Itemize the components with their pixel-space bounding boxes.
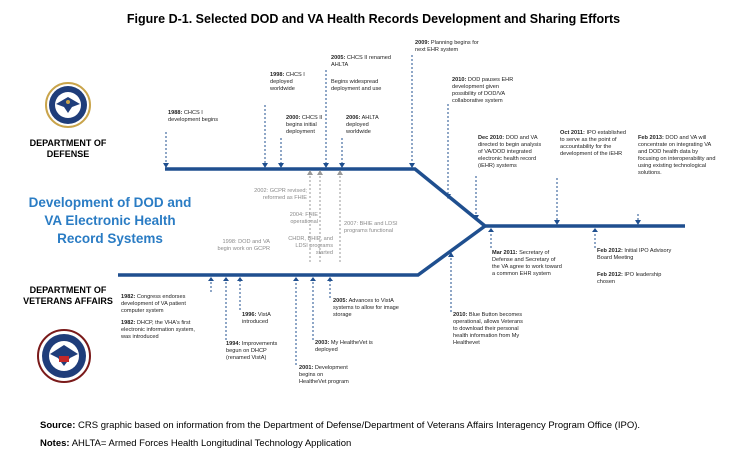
event-gray-programs: CHDR, BHIE, and LDSI programs started: [288, 236, 333, 256]
arrowhead: [473, 215, 479, 220]
event-gray-1998: 1998: DOD and VA begin work on GCPR: [217, 239, 270, 252]
event-va-1982-congress: 1982: Congress endorses development of V…: [121, 294, 186, 314]
event-dod-2000: 2000: CHCS II begins initial deployment: [286, 115, 323, 135]
arrowhead: [163, 163, 169, 168]
arrowhead: [237, 277, 243, 281]
arrowhead: [635, 220, 641, 225]
event-gray-2002: 2002: GCPR revised; reformed as FHIE: [254, 188, 307, 201]
arrowhead: [310, 277, 316, 281]
event-dod-2010: 2010: DOD pauses EHR development given p…: [452, 77, 514, 104]
arrowhead: [327, 277, 333, 281]
va-timeline-line: [118, 224, 487, 277]
event-feb-2012-board: Feb 2012: Initial IPO Advisory Board Mee…: [597, 248, 672, 261]
notes-note: Notes: AHLTA= Armed Forces Health Longit…: [40, 438, 352, 449]
event-gray-2007: 2007: BHIE and LDSI programs functional: [344, 221, 398, 234]
event-va-2005: 2005: Advances to VistA systems to allow…: [333, 298, 399, 318]
source-note: Source: CRS graphic based on information…: [40, 420, 641, 431]
dod-seal-icon: [45, 82, 91, 128]
event-va-2003: 2003: My HealtheVet is deployed: [315, 340, 373, 353]
event-feb-2013: Feb 2013: DOD and VA will concentrate on…: [638, 135, 716, 176]
arrowhead: [208, 277, 214, 281]
arrowhead: [278, 163, 284, 168]
arrowhead: [445, 194, 451, 199]
event-dod-2006: 2006: AHLTA deployed worldwide: [346, 115, 379, 135]
event-mar-2011: Mar 2011: Secretary of Defense and Secre…: [492, 250, 562, 277]
event-dod-begins: Begins widespread deployment and use: [331, 79, 382, 92]
arrowhead: [317, 170, 323, 175]
arrowhead: [262, 163, 268, 168]
arrowhead: [337, 170, 343, 175]
arrowhead: [554, 220, 560, 225]
arrowhead: [448, 252, 454, 257]
event-dod-2005: 2005: CHCS II renamed AHLTA: [331, 55, 392, 68]
event-va-1996: 1996: VistA introduced: [242, 312, 271, 325]
arrowhead: [592, 228, 598, 232]
center-title: Development of DOD and VA Electronic Hea…: [28, 195, 192, 246]
arrowhead: [223, 277, 229, 281]
arrowhead: [409, 163, 415, 168]
event-dec-2010: Dec 2010: DOD and VA directed to begin a…: [478, 135, 542, 169]
event-feb-2012-leadership: Feb 2012: IPO leadership chosen: [597, 272, 662, 285]
va-label: DEPARTMENT OF VETERANS AFFAIRS: [23, 285, 113, 306]
dod-timeline-line: [165, 167, 685, 228]
arrowhead: [339, 163, 345, 168]
arrowhead: [488, 228, 494, 232]
event-va-1982-dhcp: 1982: DHCP, the VHA's first electronic i…: [121, 320, 195, 340]
event-va-2010: 2010: Blue Button becomes operational, a…: [453, 312, 523, 346]
event-gray-2004: 2004: FHIE operational: [289, 212, 318, 225]
arrowhead: [323, 163, 329, 168]
event-oct-2011: Oct 2011: IPO established to serve as th…: [560, 130, 626, 157]
dod-label: DEPARTMENT OF DEFENSE: [29, 138, 107, 159]
event-dod-1998: 1998: CHCS I deployed worldwide: [270, 72, 305, 92]
event-va-2001: 2001: Development begins on HealtheVet p…: [299, 365, 349, 385]
event-dod-1988: 1988: CHCS I development begins: [168, 110, 219, 123]
event-dod-2009: 2009: Planning begins for next EHR syste…: [415, 40, 479, 53]
arrowhead: [307, 170, 313, 175]
va-seal-icon: [37, 329, 91, 383]
figure-title: Figure D-1. Selected DOD and VA Health R…: [126, 12, 621, 26]
arrowhead: [293, 277, 299, 281]
event-va-1994: 1994: Improvements begun on DHCP (rename…: [226, 341, 278, 361]
